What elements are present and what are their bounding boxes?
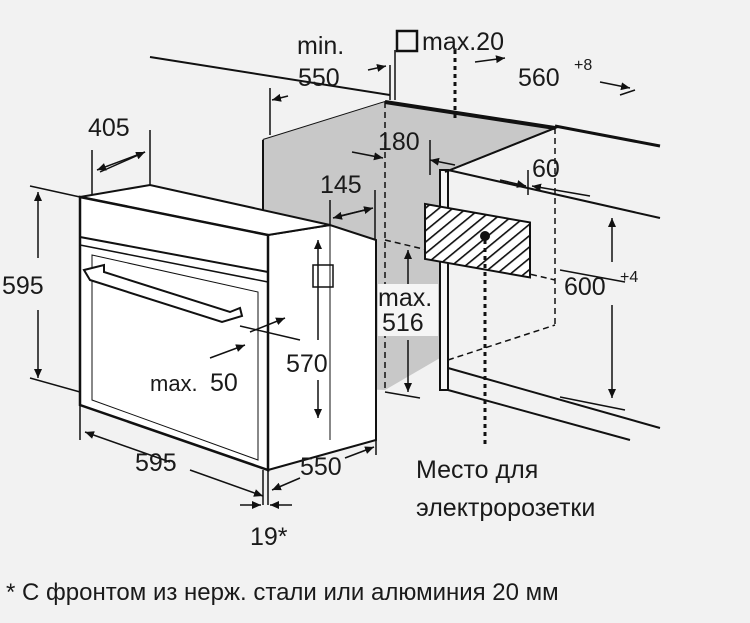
dim-595-height: 595	[2, 272, 44, 300]
dim-560: 560	[518, 64, 560, 92]
oven-front	[78, 195, 270, 472]
cabinet-front-post	[439, 169, 449, 391]
dim-min-550: 550	[298, 64, 340, 92]
dim-19-front: 19*	[250, 523, 288, 551]
dim-550-depth: 550	[300, 453, 342, 481]
dim-max-20: max.20	[422, 28, 504, 56]
dim-560-tolerance: +8	[574, 57, 592, 74]
dim-145: 145	[320, 171, 362, 199]
oven-side	[267, 223, 377, 472]
dim-600-tolerance: +4	[620, 269, 638, 286]
socket-label-line2: электророзетки	[416, 494, 595, 522]
dim-405: 405	[88, 114, 130, 142]
square-section-icon	[395, 29, 419, 53]
dimension-lines	[29, 50, 636, 509]
socket-label-line1: Место для	[416, 456, 538, 484]
socket-zone	[424, 202, 531, 279]
dim-60: 60	[532, 155, 560, 183]
dim-max-516-label: max.	[378, 284, 432, 312]
oven	[78, 183, 377, 472]
oven-handle	[82, 263, 244, 324]
footnote: * С фронтом из нерж. стали или алюминия …	[6, 579, 559, 606]
dim-max-50: 50	[210, 369, 238, 397]
dim-max-50-label: max.	[150, 371, 198, 396]
dim-570: 570	[286, 350, 328, 378]
socket-point-icon	[480, 231, 490, 241]
dim-600: 600	[564, 273, 606, 301]
dim-min-label: min.	[297, 32, 344, 60]
dim-max-516: 516	[382, 309, 424, 337]
dim-595-width: 595	[135, 449, 177, 477]
max516-label-bg	[378, 284, 438, 336]
dim-180: 180	[378, 128, 420, 156]
